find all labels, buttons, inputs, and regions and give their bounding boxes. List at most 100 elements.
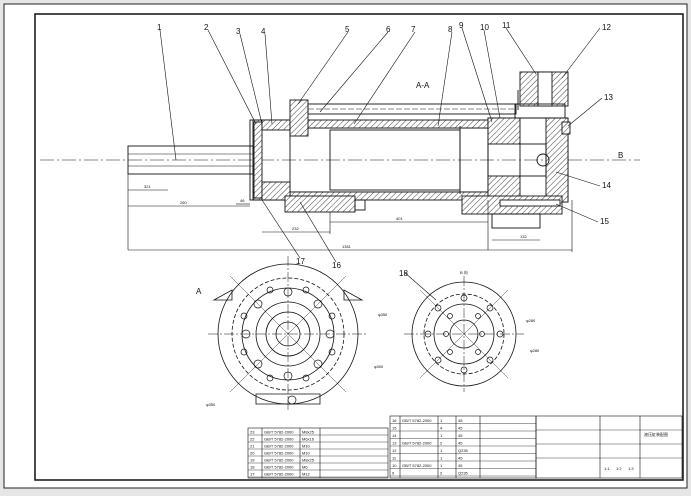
left-row-cell: 17 [250, 472, 255, 477]
mid-row-cell: Q235 [458, 471, 469, 476]
part-label-9: 9 [459, 21, 464, 30]
left-row-cell: 19 [250, 458, 255, 463]
mid-row-cell: GB/T 5782-2000 [402, 418, 432, 423]
mid-row-cell: 11 [392, 456, 397, 461]
dim-321: 321 [144, 184, 151, 189]
mid-row-cell: 45 [458, 463, 463, 468]
left-row-cell: M10 [302, 444, 311, 449]
part-label-6: 6 [386, 25, 391, 34]
mid-row-cell: GB/T 5782-2000 [402, 463, 432, 468]
dia-callout-4: φ280 [530, 348, 540, 353]
view-b-title: B 向 [460, 269, 468, 275]
mid-row-cell: GB/T 5782-2000 [402, 441, 432, 446]
mid-row-cell: 13 [392, 441, 397, 446]
mid-row-cell: 14 [392, 433, 397, 438]
left-row-cell: M8x25 [302, 430, 315, 435]
mid-row-cell: 1 [440, 456, 443, 461]
mid-row-cell: 45 [458, 426, 463, 431]
mid-row-cell: 2 [440, 471, 443, 476]
flange-bolt-top [289, 99, 309, 137]
bolt-13 [561, 121, 571, 135]
mid-row-cell: 1 [440, 418, 443, 423]
left-row-cell: M8x25 [302, 458, 315, 463]
mid-row-cell: 1 [440, 433, 443, 438]
section-label-aa: A-A [416, 81, 430, 90]
left-row-cell: GB/T 5782-2000 [264, 437, 294, 442]
left-row-cell: GB/T 5782-2000 [264, 451, 294, 456]
part-label-15: 15 [600, 217, 609, 226]
main-section-view [40, 71, 640, 229]
mid-row-cell: Q235 [458, 448, 469, 453]
part-label-16: 16 [332, 261, 341, 270]
dim-1361: 1361 [342, 244, 352, 249]
mid-row-cell: 45 [458, 418, 463, 423]
drawing-name: 液压缸装配图 [644, 431, 668, 437]
dim-132: 132 [520, 234, 527, 239]
part-labels: 1 2 3 4 5 6 7 8 9 10 11 12 13 14 15 16 1… [157, 21, 623, 296]
leader-lines [159, 27, 603, 301]
part-label-1: 1 [157, 23, 162, 32]
inner-frame [34, 13, 684, 481]
dia-callout-2: φ300 [374, 364, 384, 369]
part-label-2: 2 [204, 23, 209, 32]
mid-row-cell: 1 [440, 448, 443, 453]
left-row-cell: GB/T 5782-2000 [264, 465, 294, 470]
part-label-13: 13 [604, 93, 613, 102]
mid-row-cell: 16 [392, 418, 397, 423]
left-row-cell: M12 [302, 472, 311, 477]
part-label-14: 14 [602, 181, 611, 190]
dia-callout-1: φ350 [378, 312, 388, 317]
mid-row-cell: 45 [458, 441, 463, 446]
part-label-12: 12 [602, 23, 611, 32]
mid-row-cell: 15 [392, 426, 397, 431]
mid-row-cell: 10 [392, 463, 397, 468]
left-row-cell: GB/T 5782-2000 [264, 472, 294, 477]
dia-callout-5: φ280 [526, 318, 536, 323]
view-a-bolt-holes [240, 286, 336, 405]
left-row-cell: GB/T 5782-2000 [264, 430, 294, 435]
part-label-4: 4 [261, 27, 266, 36]
mid-row-cell: 45 [458, 433, 463, 438]
left-row-cell: 20 [250, 451, 255, 456]
mid-row-cell: 1 [440, 463, 443, 468]
part-label-11: 11 [502, 21, 511, 30]
left-row-cell: 21 [250, 444, 255, 449]
left-row-cell: GB/T 5782-2000 [264, 458, 294, 463]
mid-row-cell: 45 [458, 456, 463, 461]
dia-callout-3: φ350 [206, 402, 216, 407]
title-block-rows [248, 423, 682, 478]
dimensions [127, 174, 573, 252]
scale-cell: 1:1 [604, 466, 610, 471]
dim-401: 401 [396, 216, 403, 221]
left-row-cell: M10 [302, 451, 311, 456]
part-label-18: 18 [399, 269, 408, 278]
left-row-cell: 22 [250, 437, 255, 442]
mid-row-cell: 9 [392, 471, 395, 476]
mid-row-cell: 12 [392, 448, 397, 453]
rear-bearing [519, 143, 547, 177]
title-block [247, 415, 683, 479]
scale-cell: 1:2 [616, 466, 622, 471]
dim-260: 260 [180, 200, 187, 205]
dim-46: 46 [240, 198, 245, 203]
outer-border [3, 3, 688, 489]
scale-cell: 1:3 [628, 466, 634, 471]
left-row-cell: GB/T 5782-2000 [264, 444, 294, 449]
part-label-17: 17 [296, 257, 305, 266]
part-label-5: 5 [345, 25, 350, 34]
view-label-a: A [196, 287, 202, 296]
bottom-bracket [284, 195, 356, 213]
diameter-callouts: φ350 φ300 φ350 φ280 φ280 [206, 312, 540, 407]
left-row-cell: 18 [250, 465, 255, 470]
view-b-bolt-holes [424, 294, 504, 374]
section-label-b: B [618, 151, 623, 160]
part-label-8: 8 [448, 25, 453, 34]
dimension-texts: 321 260 46 232 401 1361 132 [144, 184, 527, 249]
mid-row-cell: 4 [440, 426, 443, 431]
left-row-cell: M6x16 [302, 437, 315, 442]
left-row-cell: 23 [250, 430, 255, 435]
mid-row-cell: 2 [440, 441, 443, 446]
